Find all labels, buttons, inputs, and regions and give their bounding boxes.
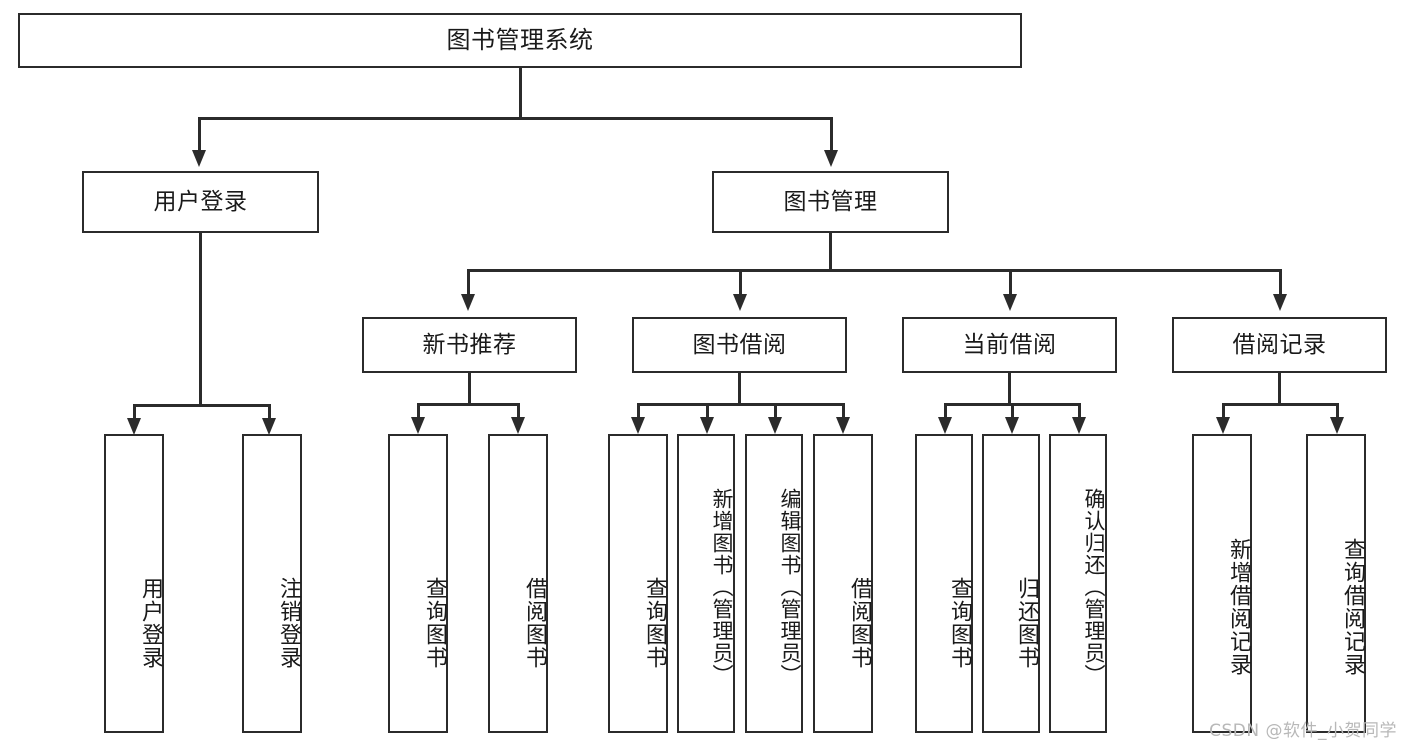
edge-book-borrow-bus xyxy=(637,403,845,406)
arrowhead-book-borrow-leaf-2 xyxy=(700,417,714,434)
arrowhead-borrow-record-leaf-2 xyxy=(1330,417,1344,434)
leaf-book-borrow-edit-book-admin[interactable]: 编辑图书（管理员） xyxy=(745,434,803,733)
leaf-new-book-borrow-book[interactable]: 借阅图书 xyxy=(488,434,548,733)
arrowhead-book-borrow xyxy=(733,294,747,311)
node-label: 借阅图书 xyxy=(522,576,547,669)
edge-current-borrow-to-leaf-2 xyxy=(1011,403,1014,419)
leaf-current-borrow-confirm-return-admin[interactable]: 确认归还（管理员） xyxy=(1049,434,1107,733)
node-user-login[interactable]: 用户登录 xyxy=(82,171,319,233)
edge-user-login-stem xyxy=(199,233,202,406)
arrowhead-new-book-leaf-2 xyxy=(511,417,525,434)
arrowhead-new-book xyxy=(461,294,475,311)
edge-book-borrow-stem xyxy=(738,373,741,405)
edge-new-book-stem xyxy=(468,373,471,405)
node-current-borrow[interactable]: 当前借阅 xyxy=(902,317,1117,373)
arrowhead-user-login-leaf-2 xyxy=(262,418,276,435)
arrowhead-book-borrow-leaf-4 xyxy=(836,417,850,434)
leaf-user-login-logout[interactable]: 注销登录 xyxy=(242,434,302,733)
edge-borrow-record-stem xyxy=(1278,373,1281,405)
node-label: 查询图书 xyxy=(642,576,667,669)
leaf-current-borrow-return-book[interactable]: 归还图书 xyxy=(982,434,1040,733)
edge-book-borrow-to-leaf-1 xyxy=(637,403,640,419)
leaf-book-borrow-borrow-book[interactable]: 借阅图书 xyxy=(813,434,873,733)
arrowhead-book-management xyxy=(824,150,838,167)
edge-book-borrow-to-leaf-2 xyxy=(706,403,709,419)
node-borrow-record[interactable]: 借阅记录 xyxy=(1172,317,1387,373)
leaf-new-book-query-book[interactable]: 查询图书 xyxy=(388,434,448,733)
node-root-book-management-system[interactable]: 图书管理系统 xyxy=(18,13,1022,68)
arrowhead-current-borrow xyxy=(1003,294,1017,311)
node-label: 当前借阅 xyxy=(962,331,1057,358)
edge-user-login-to-leaf-1 xyxy=(133,404,136,420)
edge-current-borrow-to-leaf-3 xyxy=(1078,403,1081,419)
edge-new-book-bus xyxy=(417,403,519,406)
edge-to-new-book xyxy=(467,269,470,296)
edge-root-to-book-management xyxy=(830,117,833,152)
arrowhead-current-borrow-leaf-3 xyxy=(1072,417,1086,434)
edge-to-current-borrow xyxy=(1009,269,1012,296)
edge-root-stem xyxy=(519,68,522,118)
node-label: 图书管理系统 xyxy=(446,25,594,54)
leaf-book-borrow-query-book[interactable]: 查询图书 xyxy=(608,434,668,733)
edge-current-borrow-to-leaf-1 xyxy=(944,403,947,419)
arrowhead-current-borrow-leaf-2 xyxy=(1005,417,1019,434)
arrowhead-user-login xyxy=(192,150,206,167)
node-label: 图书借阅 xyxy=(692,331,787,358)
edge-current-borrow-stem xyxy=(1008,373,1011,405)
edge-borrow-record-bus xyxy=(1222,403,1336,406)
leaf-borrow-record-add-record[interactable]: 新增借阅记录 xyxy=(1192,434,1252,733)
edge-root-to-user-login xyxy=(198,117,201,152)
arrowhead-borrow-record-leaf-1 xyxy=(1216,417,1230,434)
edge-root-bus xyxy=(198,117,832,120)
node-label: 新增借阅记录 xyxy=(1226,537,1251,676)
arrowhead-book-borrow-leaf-1 xyxy=(631,417,645,434)
node-label: 查询图书 xyxy=(422,576,447,669)
node-label: 查询借阅记录 xyxy=(1340,537,1365,676)
edge-book-borrow-to-leaf-4 xyxy=(842,403,845,419)
arrowhead-current-borrow-leaf-1 xyxy=(938,417,952,434)
edge-book-management-stem xyxy=(829,233,832,271)
leaf-user-login-login[interactable]: 用户登录 xyxy=(104,434,164,733)
node-label: 查询图书 xyxy=(947,576,972,669)
node-book-borrow[interactable]: 图书借阅 xyxy=(632,317,847,373)
leaf-current-borrow-query-book[interactable]: 查询图书 xyxy=(915,434,973,733)
edge-user-login-to-leaf-2 xyxy=(268,404,271,420)
node-label: 新增图书（管理员） xyxy=(710,487,734,686)
arrowhead-book-borrow-leaf-3 xyxy=(768,417,782,434)
node-label: 借阅图书 xyxy=(847,576,872,669)
edge-to-book-borrow xyxy=(739,269,742,296)
node-label: 编辑图书（管理员） xyxy=(778,487,802,686)
edge-new-book-to-leaf-2 xyxy=(517,403,520,419)
edge-borrow-record-to-leaf-1 xyxy=(1222,403,1225,419)
edge-to-borrow-record xyxy=(1279,269,1282,296)
edge-borrow-record-to-leaf-2 xyxy=(1336,403,1339,419)
node-label: 确认归还（管理员） xyxy=(1082,487,1106,686)
node-label: 用户登录 xyxy=(138,576,163,669)
node-label: 新书推荐 xyxy=(422,331,517,358)
arrowhead-borrow-record xyxy=(1273,294,1287,311)
edge-book-borrow-to-leaf-3 xyxy=(774,403,777,419)
node-label: 图书管理 xyxy=(783,188,878,215)
node-label: 用户登录 xyxy=(153,188,248,215)
leaf-borrow-record-query-record[interactable]: 查询借阅记录 xyxy=(1306,434,1366,733)
edge-level3-bus xyxy=(467,269,1281,272)
edge-new-book-to-leaf-1 xyxy=(417,403,420,419)
arrowhead-new-book-leaf-1 xyxy=(411,417,425,434)
leaf-book-borrow-add-book-admin[interactable]: 新增图书（管理员） xyxy=(677,434,735,733)
arrowhead-user-login-leaf-1 xyxy=(127,418,141,435)
edge-user-login-bus xyxy=(133,404,268,407)
node-label: 归还图书 xyxy=(1014,576,1039,669)
node-label: 借阅记录 xyxy=(1232,331,1327,358)
node-book-management[interactable]: 图书管理 xyxy=(712,171,949,233)
node-label: 注销登录 xyxy=(276,576,301,669)
node-new-book-recommend[interactable]: 新书推荐 xyxy=(362,317,577,373)
